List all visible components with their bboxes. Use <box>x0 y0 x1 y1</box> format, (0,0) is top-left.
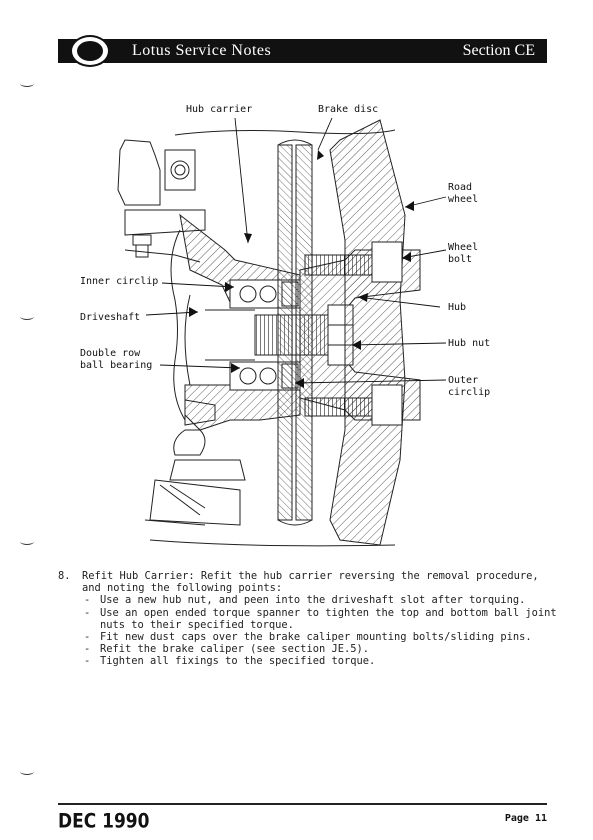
label-ball-bearing: ball bearing <box>80 360 152 371</box>
instruction-list: Use a new hub nut, and peen into the dri… <box>58 594 558 667</box>
label-inner-circlip: Inner circlip <box>80 276 158 287</box>
label-hub-carrier: Hub carrier <box>186 104 252 115</box>
label-outer-circlip-2: circlip <box>448 387 490 398</box>
label-road-wheel-2: wheel <box>448 194 478 205</box>
list-item: Use a new hub nut, and peen into the dri… <box>84 594 558 606</box>
footer-date: DEC 1990 <box>58 810 150 833</box>
leader-lines <box>145 117 447 384</box>
label-brake-disc: Brake disc <box>318 104 378 115</box>
header-title: Lotus Service Notes <box>132 42 272 59</box>
margin-mark <box>20 768 34 775</box>
label-hub: Hub <box>448 302 466 313</box>
footer-rule <box>58 803 547 805</box>
list-item: Tighten all fixings to the specified tor… <box>84 655 558 667</box>
diagram-drawing <box>117 119 421 547</box>
lotus-logo <box>70 35 110 67</box>
header-section: Section CE <box>462 42 535 59</box>
margin-mark <box>20 538 34 545</box>
list-item: Refit the brake caliper (see section JE.… <box>84 643 558 655</box>
margin-mark <box>20 313 34 320</box>
page-number: Page 11 <box>504 813 547 824</box>
list-item: Use an open ended torque spanner to tigh… <box>84 607 558 631</box>
label-wheel-bolt: Wheel <box>448 242 478 253</box>
instruction-block: 8. Refit Hub Carrier: Refit the hub carr… <box>58 570 558 668</box>
step-number: 8. <box>58 570 71 582</box>
label-outer-circlip: Outer <box>448 375 478 386</box>
margin-mark <box>20 80 34 87</box>
label-wheel-bolt-2: bolt <box>448 254 472 265</box>
label-double-row: Double row <box>80 348 141 359</box>
step-intro: Refit Hub Carrier: Refit the hub carrier… <box>82 570 539 595</box>
list-item: Fit new dust caps over the brake caliper… <box>84 631 558 643</box>
header-bar <box>58 39 547 63</box>
label-road-wheel: Road <box>448 182 472 193</box>
hub-assembly-diagram: Hub carrier Brake disc Road wheel Wheel … <box>80 104 490 547</box>
leader-arrowheads <box>189 150 414 388</box>
label-hub-nut: Hub nut <box>448 338 490 349</box>
label-driveshaft: Driveshaft <box>80 312 140 323</box>
